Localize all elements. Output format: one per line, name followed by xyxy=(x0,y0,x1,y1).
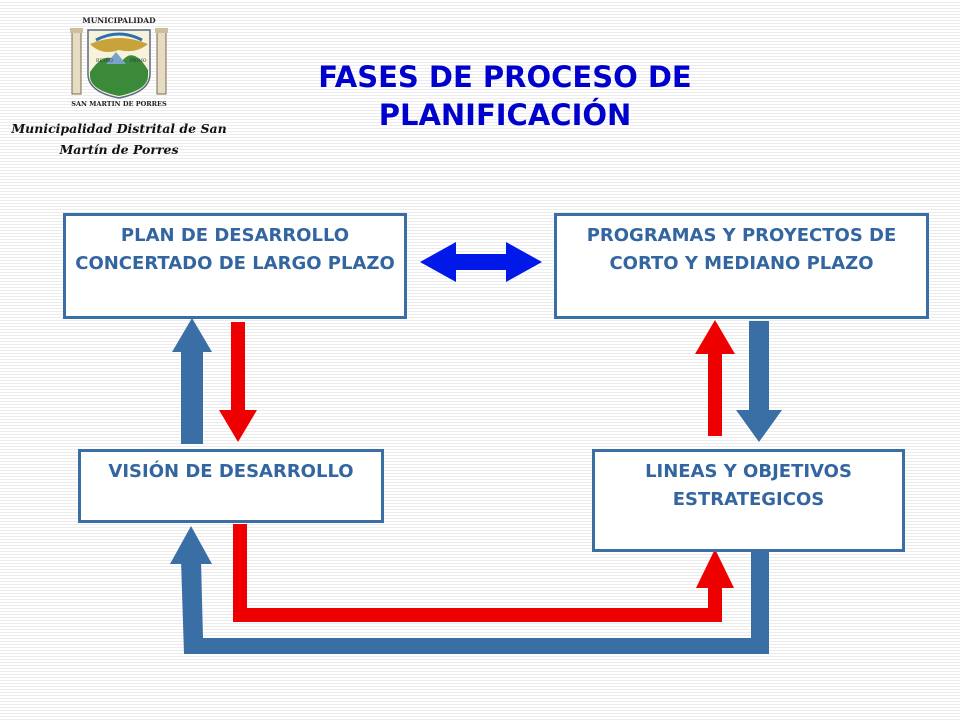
arrow-vision-to-lineas-loop xyxy=(233,524,734,622)
arrow-lineas-to-vision-loop xyxy=(170,526,769,654)
double-headed-arrow-icon xyxy=(420,242,542,282)
arrow-programas-to-lineas xyxy=(736,321,782,442)
box-programas-proyectos: PROGRAMAS Y PROYECTOS DE CORTO Y MEDIANO… xyxy=(554,213,929,319)
organization-name: Municipalidad Distrital de San Martín de… xyxy=(11,121,227,157)
municipal-logo: MUNICIPALIDAD RETRO PRIMO SAN MARTIN DE … xyxy=(66,14,172,108)
page-title: FASES DE PROCESO DE PLANIFICACIÓN xyxy=(318,60,692,132)
logo-left-banner: RETRO xyxy=(96,58,113,64)
arrow-vision-to-plan xyxy=(172,318,212,444)
logo-right-banner: PRIMO xyxy=(130,58,147,64)
logo-top-text: MUNICIPALIDAD xyxy=(82,16,156,25)
box-lineas-objetivos: LINEAS Y OBJETIVOS ESTRATEGICOS xyxy=(592,449,905,552)
box-vision-desarrollo: VISIÓN DE DESARROLLO xyxy=(78,449,384,523)
arrow-plan-to-vision xyxy=(219,322,257,442)
box-plan-desarrollo: PLAN DE DESARROLLO CONCERTADO DE LARGO P… xyxy=(63,213,407,319)
logo-bottom-text: SAN MARTIN DE PORRES xyxy=(71,100,167,108)
municipal-crest-icon: MUNICIPALIDAD RETRO PRIMO SAN MARTIN DE … xyxy=(70,16,168,108)
arrow-lineas-to-programas xyxy=(695,320,735,436)
